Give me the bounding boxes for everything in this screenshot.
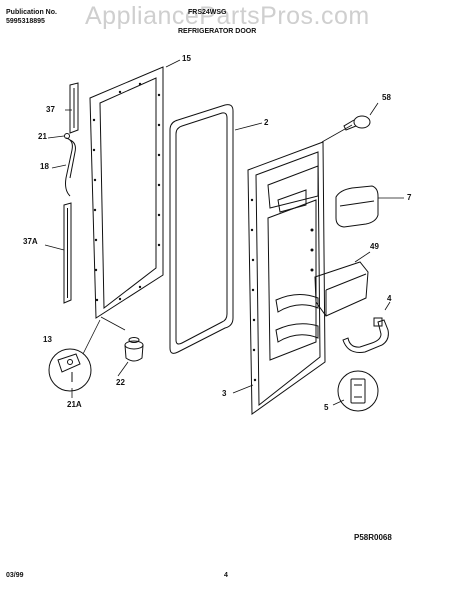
diagram-code: P58R0068: [354, 533, 392, 542]
clip-detail-circle: [337, 370, 379, 412]
leader-lines: [44, 59, 404, 406]
part-label-7: 7: [407, 193, 412, 202]
model-number: FRS24WSG: [188, 9, 227, 16]
part-label-37a: 37A: [23, 237, 38, 246]
cam-part: [64, 133, 76, 197]
part-label-21a: 21A: [67, 400, 82, 409]
outer-door-panel-part: [247, 141, 326, 415]
part-label-18: 18: [40, 162, 49, 171]
part-label-22: 22: [116, 378, 125, 387]
part-label-5: 5: [324, 403, 329, 412]
part-label-49: 49: [370, 242, 379, 251]
page-number: 4: [224, 572, 228, 579]
footer-date: 03/99: [6, 572, 24, 579]
watermark: AppliancePartsPros.com: [85, 2, 370, 30]
lower-strip-part: [63, 202, 72, 304]
bushing-part: [124, 337, 144, 362]
door-gasket-part: [169, 104, 234, 354]
part-label-58: 58: [382, 93, 391, 102]
hinge-detail-circle: [48, 348, 92, 392]
part-label-21: 21: [38, 132, 47, 141]
part-label-13: 13: [43, 335, 52, 344]
screw-part: [343, 115, 371, 131]
dairy-cover-part: [335, 185, 379, 228]
part-label-3: 3: [222, 389, 227, 398]
publication-label: Publication No.: [6, 9, 57, 16]
part-label-2: 2: [264, 118, 269, 127]
door-bin-part: [314, 261, 369, 317]
part-label-4: 4: [387, 294, 392, 303]
part-label-37: 37: [46, 105, 55, 114]
hinge-strip-part: [69, 82, 79, 134]
publication-number: 5995318895: [6, 18, 45, 25]
shelf-bracket-part: [342, 317, 389, 353]
section-title: REFRIGERATOR DOOR: [178, 28, 257, 35]
door-frame-part: [89, 66, 164, 319]
part-label-15: 15: [182, 54, 191, 63]
